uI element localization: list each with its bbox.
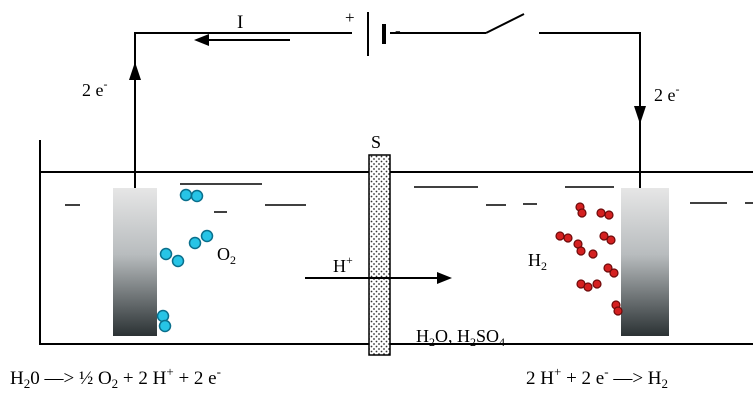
- separator-label: S: [371, 132, 381, 152]
- oxygen-label: O2: [217, 244, 236, 267]
- cathode-electrode: [621, 188, 669, 336]
- proton-label: H+: [333, 253, 353, 276]
- battery: [367, 12, 386, 56]
- separator-membrane: [368, 154, 391, 356]
- anode-equation: H20 —> ½ O2 + 2 H+ + 2 e-: [10, 364, 221, 391]
- right-electron-label: 2 e-: [654, 82, 680, 105]
- vessel: [39, 140, 753, 345]
- hydrogen-bubbles: [555, 202, 623, 316]
- battery-minus-label: -: [395, 21, 401, 40]
- hydrogen-label: H2: [528, 250, 547, 273]
- oxygen-bubbles: [156, 188, 214, 333]
- battery-plus-label: +: [345, 8, 355, 27]
- electrolyte-label: H2O, H2SO4: [416, 326, 505, 349]
- right-wire: [539, 32, 641, 188]
- current-label: I: [237, 12, 243, 33]
- anode-electrode: [113, 188, 157, 336]
- current-arrow: [194, 34, 290, 46]
- switch-blade: [485, 13, 525, 34]
- left-electron-arrow: [129, 62, 141, 80]
- cathode-equation: 2 H+ + 2 e- —> H2: [526, 364, 668, 391]
- left-electron-label: 2 e-: [82, 77, 108, 100]
- external-circuit: [134, 13, 641, 188]
- right-electron-arrow: [634, 106, 646, 124]
- liquid-surface-dashes: [65, 183, 753, 213]
- vessel-walls: [39, 140, 753, 345]
- left-wire: [134, 32, 352, 188]
- proton-arrow: [305, 272, 452, 284]
